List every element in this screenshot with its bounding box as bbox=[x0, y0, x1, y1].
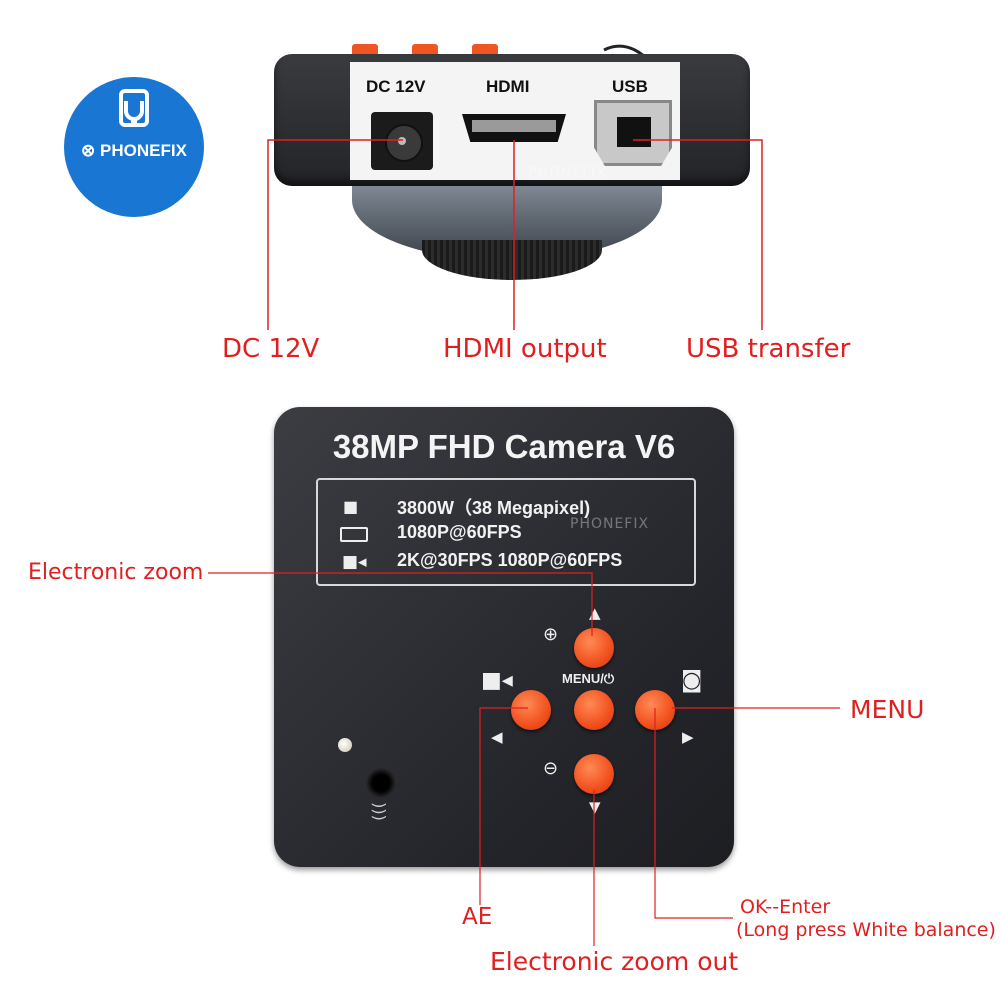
front-watermark: PHONEFIX bbox=[570, 516, 650, 532]
callout-dc-12v: DC 12V bbox=[222, 334, 320, 364]
callout-electronic-zoom: Electronic zoom bbox=[28, 560, 204, 585]
spec-hdmi-icon bbox=[340, 527, 368, 542]
ir-receiver bbox=[366, 768, 396, 798]
down-arrow-icon: ▼ bbox=[589, 798, 601, 816]
spec-video-camera-icon: ■◂ bbox=[342, 552, 367, 572]
callout-ae: AE bbox=[462, 904, 493, 930]
callout-electronic-zoom-out: Electronic zoom out bbox=[490, 947, 739, 976]
zoom-in-button[interactable] bbox=[574, 628, 614, 668]
camera-top-view: DC 12V HDMI USB PHONEFIX bbox=[270, 40, 770, 300]
camera-front-panel bbox=[274, 407, 734, 867]
top-callout-lines bbox=[267, 139, 763, 330]
snapshot-icon: ◙ bbox=[681, 668, 703, 693]
hdmi-port bbox=[462, 114, 566, 142]
callout-ok-enter: OK--Enter bbox=[740, 896, 831, 918]
cable-icon bbox=[603, 44, 645, 58]
spec-box bbox=[316, 478, 696, 586]
ae-button[interactable] bbox=[511, 690, 551, 730]
up-arrow-icon: ▲ bbox=[589, 604, 601, 622]
zoom-out-button[interactable] bbox=[574, 754, 614, 794]
menu-button[interactable] bbox=[574, 690, 614, 730]
dc-port-label: DC 12V bbox=[366, 77, 426, 96]
phonefix-logo: ⊗ PHONEFIX bbox=[64, 77, 204, 217]
logo-brand-text: PHONEFIX bbox=[100, 141, 187, 160]
zoom-in-icon: ⊕ bbox=[543, 624, 559, 645]
usb-port-label: USB bbox=[612, 77, 648, 96]
menu-label: MENU/⏻ bbox=[562, 671, 615, 686]
spec-row-hdmi: 1080P@60FPS bbox=[397, 522, 522, 542]
callout-white-balance: (Long press White balance) bbox=[736, 919, 996, 941]
hdmi-port-label: HDMI bbox=[486, 77, 530, 96]
spec-row-video: 2K@30FPS 1080P@60FPS bbox=[397, 550, 623, 570]
right-arrow-icon: ▶ bbox=[682, 728, 694, 746]
callout-menu: MENU bbox=[850, 695, 925, 724]
spec-row-resolution: 3800W（38 Megapixel) bbox=[397, 498, 591, 518]
dc-jack bbox=[371, 112, 433, 170]
status-led bbox=[338, 738, 352, 752]
phone-wrench-icon bbox=[119, 89, 149, 127]
spec-camera-icon: ■ bbox=[343, 497, 359, 516]
panel-title: 38MP FHD Camera V6 bbox=[332, 428, 676, 465]
top-watermark: PHONEFIX bbox=[528, 165, 608, 181]
callout-hdmi-output: HDMI output bbox=[443, 334, 607, 364]
left-arrow-icon: ◀ bbox=[491, 728, 503, 746]
logo-x-icon: ⊗ bbox=[81, 141, 96, 160]
usb-port bbox=[594, 100, 672, 166]
video-record-icon: ■◂ bbox=[481, 668, 513, 693]
callout-usb-transfer: USB transfer bbox=[686, 334, 851, 364]
zoom-out-icon: ⊖ bbox=[543, 758, 559, 779]
